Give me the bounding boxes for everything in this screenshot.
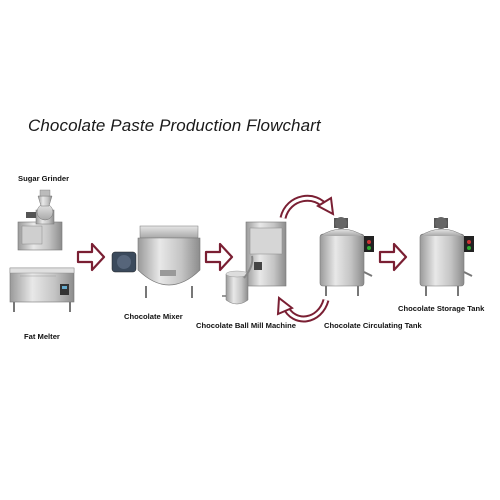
flow-arrow (76, 242, 106, 272)
recirculation-arrow-top (279, 194, 335, 220)
chocolate-mixer-label: Chocolate Mixer (124, 312, 183, 321)
ball-mill-label: Chocolate Ball Mill Machine (196, 321, 297, 330)
storage-tank-label: Chocolate Storage Tank (398, 304, 485, 313)
page-title: Chocolate Paste Production Flowchart (28, 116, 321, 135)
sugar-grinder-machine (17, 189, 63, 251)
chocolate-mixer-machine (111, 225, 201, 298)
sugar-grinder-label: Sugar Grinder (18, 174, 70, 183)
fat-melter-machine (9, 267, 75, 312)
flow-arrow (378, 242, 408, 272)
recirculation-arrow-bottom (276, 296, 330, 323)
flow-arrow (204, 242, 234, 272)
ball-mill-machine (222, 221, 287, 305)
circulating-tank-machine (319, 217, 374, 296)
fat-melter-label: Fat Melter (24, 332, 60, 341)
storage-tank-machine (419, 217, 474, 296)
circulating-tank-label: Chocolate Circulating Tank (324, 321, 422, 330)
